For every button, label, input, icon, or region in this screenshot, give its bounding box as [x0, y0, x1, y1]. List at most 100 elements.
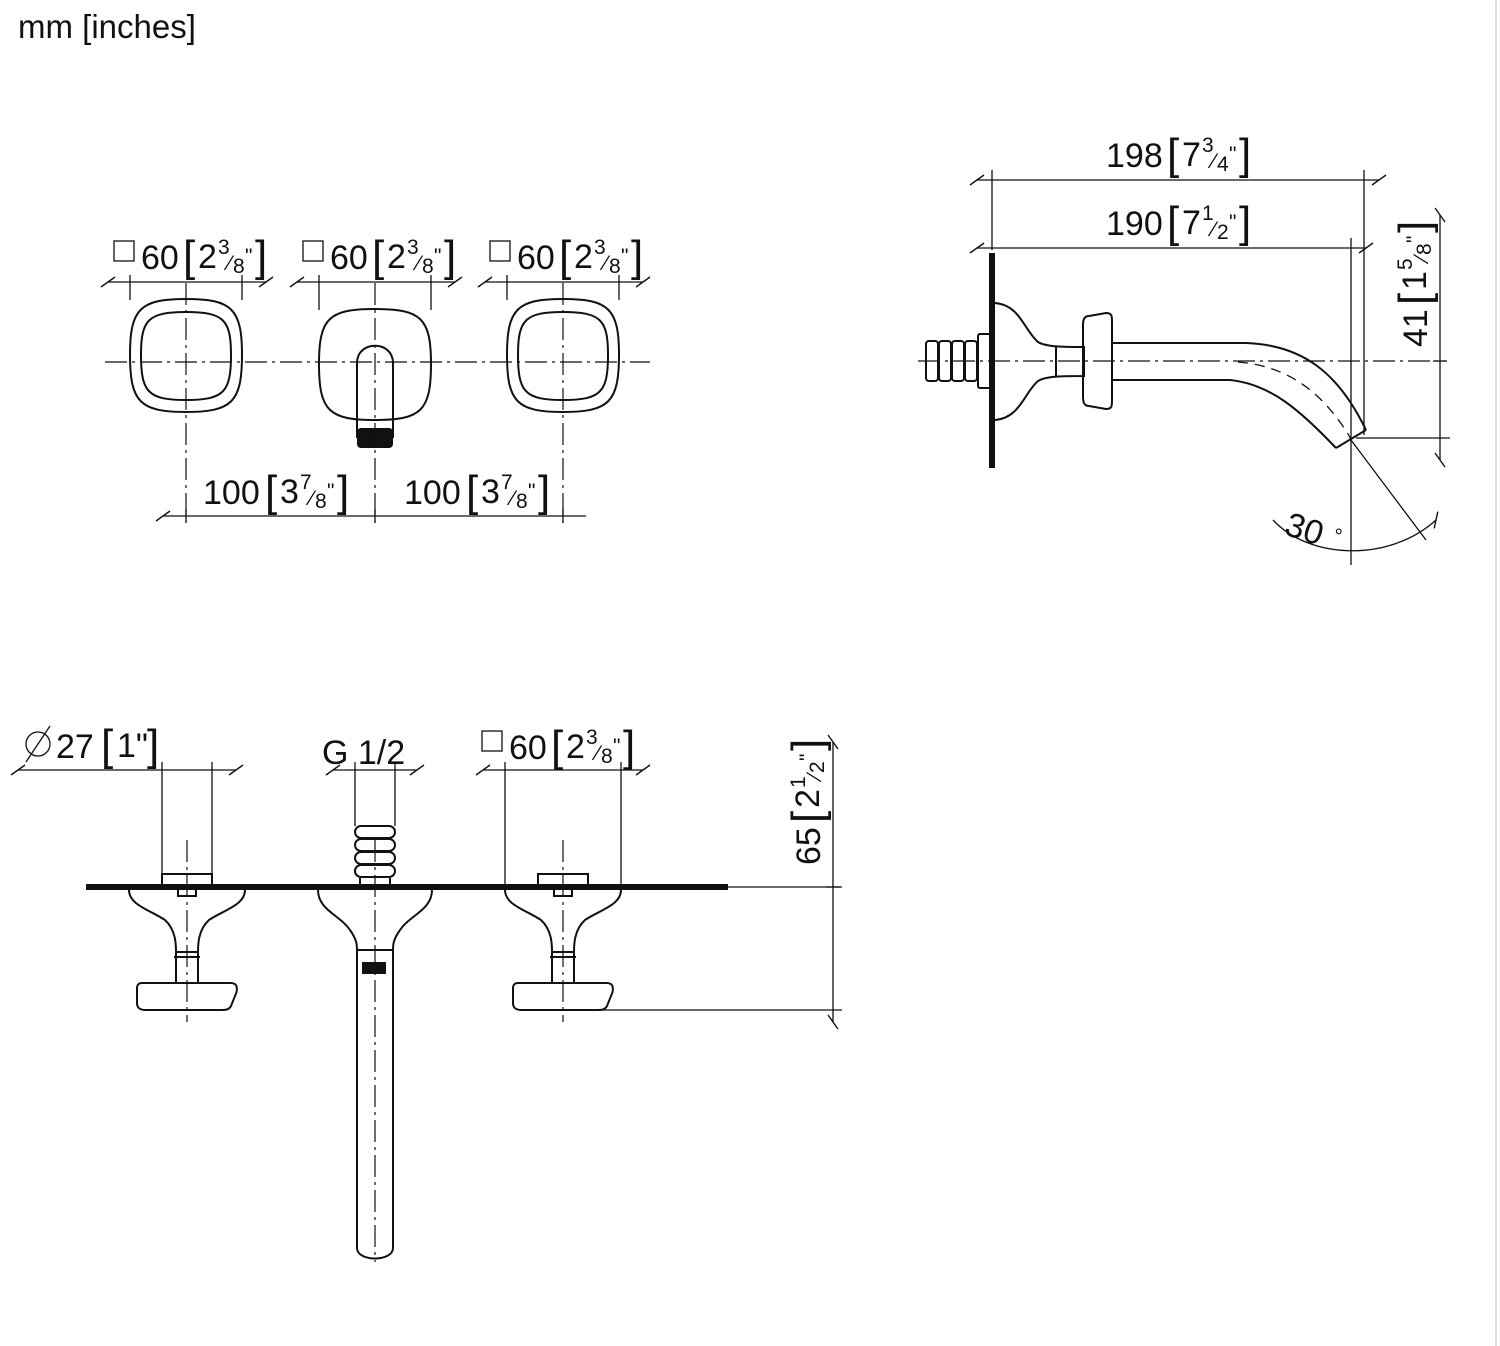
svg-text:]: ]: [623, 722, 635, 771]
top-left-handle: [128, 840, 246, 1022]
front-right-handle: [505, 283, 621, 528]
svg-text:": ": [796, 754, 819, 761]
svg-text:60: 60: [330, 239, 368, 277]
svg-text:]: ]: [337, 467, 349, 516]
svg-text:8: 8: [422, 255, 434, 278]
dim-length-total: 198 [ 7 3 ⁄ 4 " ]: [1106, 130, 1251, 179]
svg-text:2: 2: [806, 761, 829, 773]
svg-text:]: ]: [783, 739, 832, 751]
svg-text:3: 3: [280, 473, 299, 511]
top-view: 27 [ 1" ] G 1/2 60 [ 2 3 ⁄ 8 " ] 65 [ 2 …: [10, 721, 842, 1262]
svg-text:100: 100: [203, 474, 260, 512]
svg-text:2: 2: [789, 789, 827, 808]
svg-text:]: ]: [1390, 221, 1439, 233]
svg-text:]: ]: [631, 232, 643, 281]
svg-text:[: [: [372, 232, 384, 281]
svg-text:2: 2: [198, 238, 217, 276]
top-right-handle: [504, 840, 622, 1022]
svg-text:[: [: [559, 232, 571, 281]
svg-text:1: 1: [1396, 271, 1434, 290]
svg-text:3: 3: [586, 726, 598, 749]
svg-text:3: 3: [594, 236, 606, 259]
svg-text:8: 8: [609, 255, 621, 278]
svg-text:8: 8: [516, 490, 528, 513]
svg-text:3: 3: [407, 236, 419, 259]
svg-text:": ": [1229, 143, 1236, 166]
square-symbol-icon: [489, 240, 511, 262]
svg-text:[: [: [551, 722, 563, 771]
front-square-dim-lines: [100, 275, 651, 310]
svg-text:]: ]: [444, 232, 456, 281]
spout-aerator-icon: [362, 962, 386, 974]
svg-text:198: 198: [1106, 137, 1163, 175]
svg-text:60: 60: [509, 729, 547, 767]
svg-text:60: 60: [517, 239, 555, 277]
svg-text:[: [: [466, 467, 478, 516]
svg-text:7: 7: [501, 471, 513, 494]
svg-text:1: 1: [787, 776, 810, 788]
svg-text:]: ]: [538, 467, 550, 516]
svg-text:°: °: [1330, 524, 1345, 548]
dim-height-drop: 41 [ 1 5 ⁄ 8 " ]: [1390, 221, 1439, 347]
square-symbol-icon: [481, 730, 503, 752]
svg-text:]: ]: [1239, 198, 1251, 247]
svg-text:2: 2: [574, 238, 593, 276]
front-center-spout: [317, 283, 433, 528]
svg-text:100: 100: [404, 474, 461, 512]
svg-text:[: [: [101, 721, 113, 770]
side-handle: [994, 302, 1113, 421]
svg-text:1: 1: [1202, 202, 1214, 225]
svg-text:3: 3: [1202, 134, 1214, 157]
svg-text:2: 2: [1217, 221, 1229, 244]
svg-text:]: ]: [147, 721, 159, 770]
svg-text:8: 8: [601, 745, 613, 768]
svg-text:]: ]: [1239, 130, 1251, 179]
dim-mm: 60: [141, 239, 179, 277]
diameter-symbol-icon: [25, 731, 51, 757]
svg-text:2: 2: [566, 728, 585, 766]
angle-arc: [1272, 511, 1439, 552]
square-symbol-icon: [113, 240, 135, 262]
svg-text:": ": [245, 245, 252, 268]
svg-text:190: 190: [1106, 205, 1163, 243]
dim-depth: 65 [ 2 1 ⁄ 2 " ]: [783, 739, 832, 865]
svg-text:30: 30: [1281, 505, 1329, 553]
dim-top-square: 60 [ 2 3 ⁄ 8 " ]: [481, 722, 635, 771]
svg-text:": ": [434, 245, 441, 268]
svg-text:7: 7: [1182, 204, 1201, 242]
svg-text:[: [: [265, 467, 277, 516]
dim-handle-diameter: 27 [ 1" ]: [25, 721, 159, 770]
svg-text:3: 3: [481, 473, 500, 511]
svg-text:2: 2: [387, 238, 406, 276]
svg-text:1": 1": [117, 727, 148, 765]
svg-text:": ": [528, 480, 535, 503]
dim-spacing-right: 100 [ 3 7 ⁄ 8 " ]: [404, 467, 550, 516]
svg-text:[: [: [783, 811, 832, 823]
svg-text:8: 8: [233, 255, 245, 278]
svg-text:7: 7: [300, 471, 312, 494]
svg-text:]: ]: [255, 232, 267, 281]
connector-thread-icon: [925, 333, 992, 389]
svg-text:8: 8: [1413, 243, 1436, 255]
svg-text:5: 5: [1394, 258, 1417, 270]
svg-text:": ": [621, 245, 628, 268]
square-symbol-icon: [302, 240, 324, 262]
side-view: 198 [ 7 3 ⁄ 4 " ] 190 [ 7 1 ⁄ 2 " ] 41 […: [918, 130, 1450, 565]
svg-text:65: 65: [790, 827, 828, 865]
dim-square-left: 60 [ 2 3 ⁄ 8 " ]: [113, 232, 267, 281]
svg-text:": ": [1403, 236, 1426, 243]
side-spout: [1112, 342, 1367, 449]
svg-text:8: 8: [315, 490, 327, 513]
svg-text:3: 3: [218, 236, 230, 259]
svg-text:": ": [1229, 211, 1236, 234]
dim-square-right: 60 [ 2 3 ⁄ 8 " ]: [489, 232, 643, 281]
svg-text:": ": [327, 480, 334, 503]
top-center-spout: [317, 825, 433, 1262]
svg-text:[: [: [1167, 198, 1179, 247]
svg-text:": ": [613, 735, 620, 758]
dim-thread: G 1/2: [322, 734, 405, 772]
svg-text:7: 7: [1182, 136, 1201, 174]
svg-text:27: 27: [56, 728, 94, 766]
svg-text:[: [: [1167, 130, 1179, 179]
